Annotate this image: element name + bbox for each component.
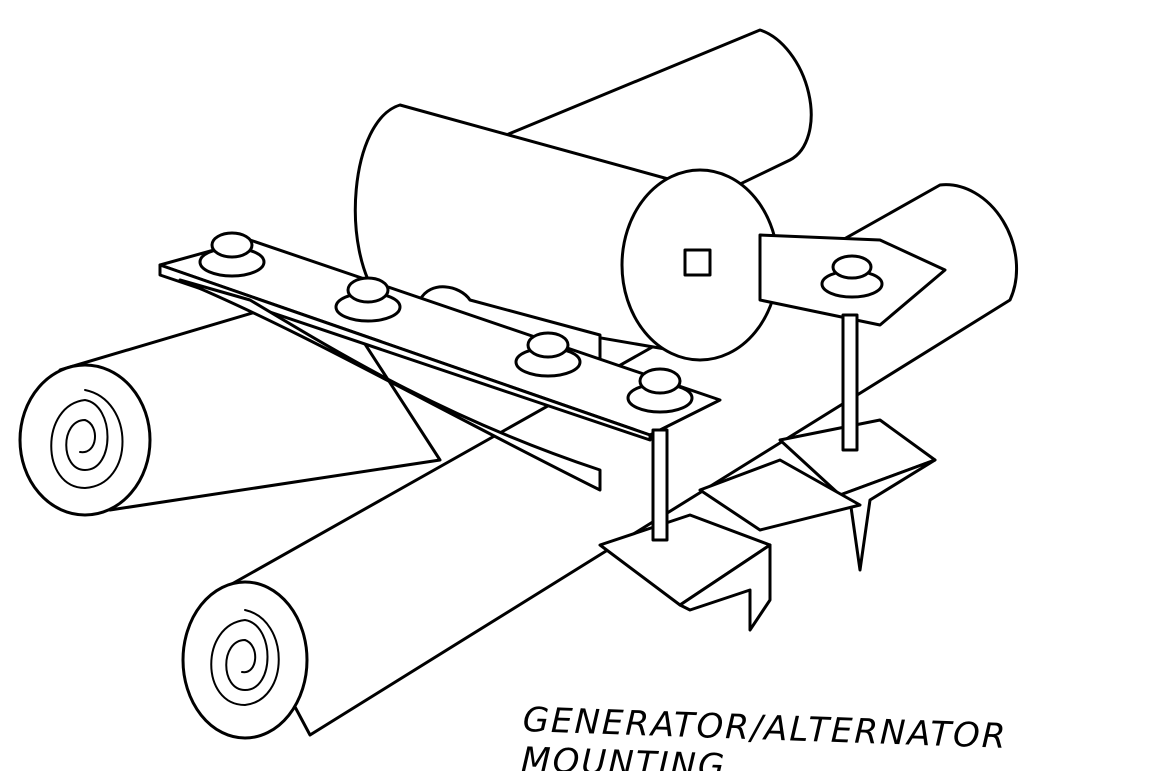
bolts [198, 231, 884, 414]
bolt-2 [334, 276, 402, 323]
bolt-5 [820, 254, 884, 299]
angle-bracket-front [598, 513, 772, 632]
lower-log [181, 183, 1019, 740]
left-mounting-plate [158, 238, 722, 492]
upper-log [18, 288, 442, 517]
bolt-1 [198, 231, 266, 278]
shaft-nut [683, 248, 712, 277]
angle-bracket-rear [698, 418, 937, 572]
bolt-3 [514, 331, 582, 378]
threaded-rods [651, 313, 859, 542]
bolt-4 [626, 367, 694, 414]
